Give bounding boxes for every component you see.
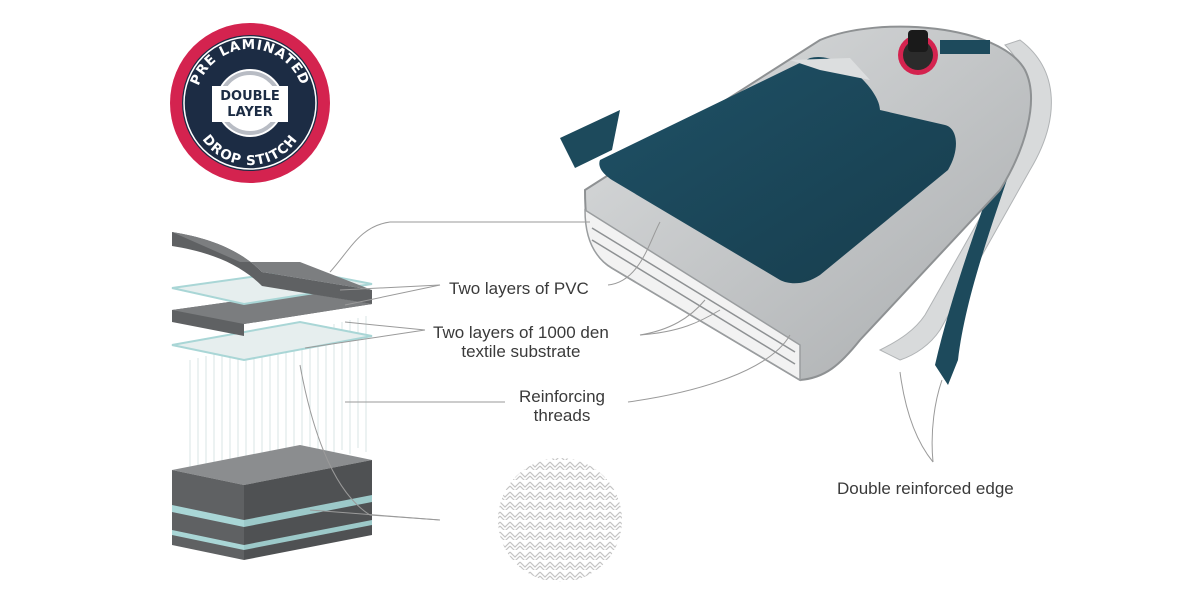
sup-board-illustration — [560, 27, 1051, 385]
label-textile: Two layers of 1000 den textile substrate — [433, 323, 609, 361]
layer-stack-illustration — [172, 232, 372, 560]
leader-line-edge — [900, 372, 933, 462]
label-pvc: Two layers of PVC — [449, 279, 589, 298]
textile-texture-detail — [498, 458, 622, 582]
badge-center-line2: LAYER — [227, 105, 272, 120]
drop-stitch-badge: PRE LAMINATED DROP STITCH DOUBLE LAYER — [170, 23, 330, 183]
label-threads: Reinforcing threads — [512, 387, 612, 425]
badge-center-line1: DOUBLE — [220, 89, 279, 104]
label-edge: Double reinforced edge — [837, 479, 1014, 498]
leader-line-pvc-top — [330, 222, 590, 272]
